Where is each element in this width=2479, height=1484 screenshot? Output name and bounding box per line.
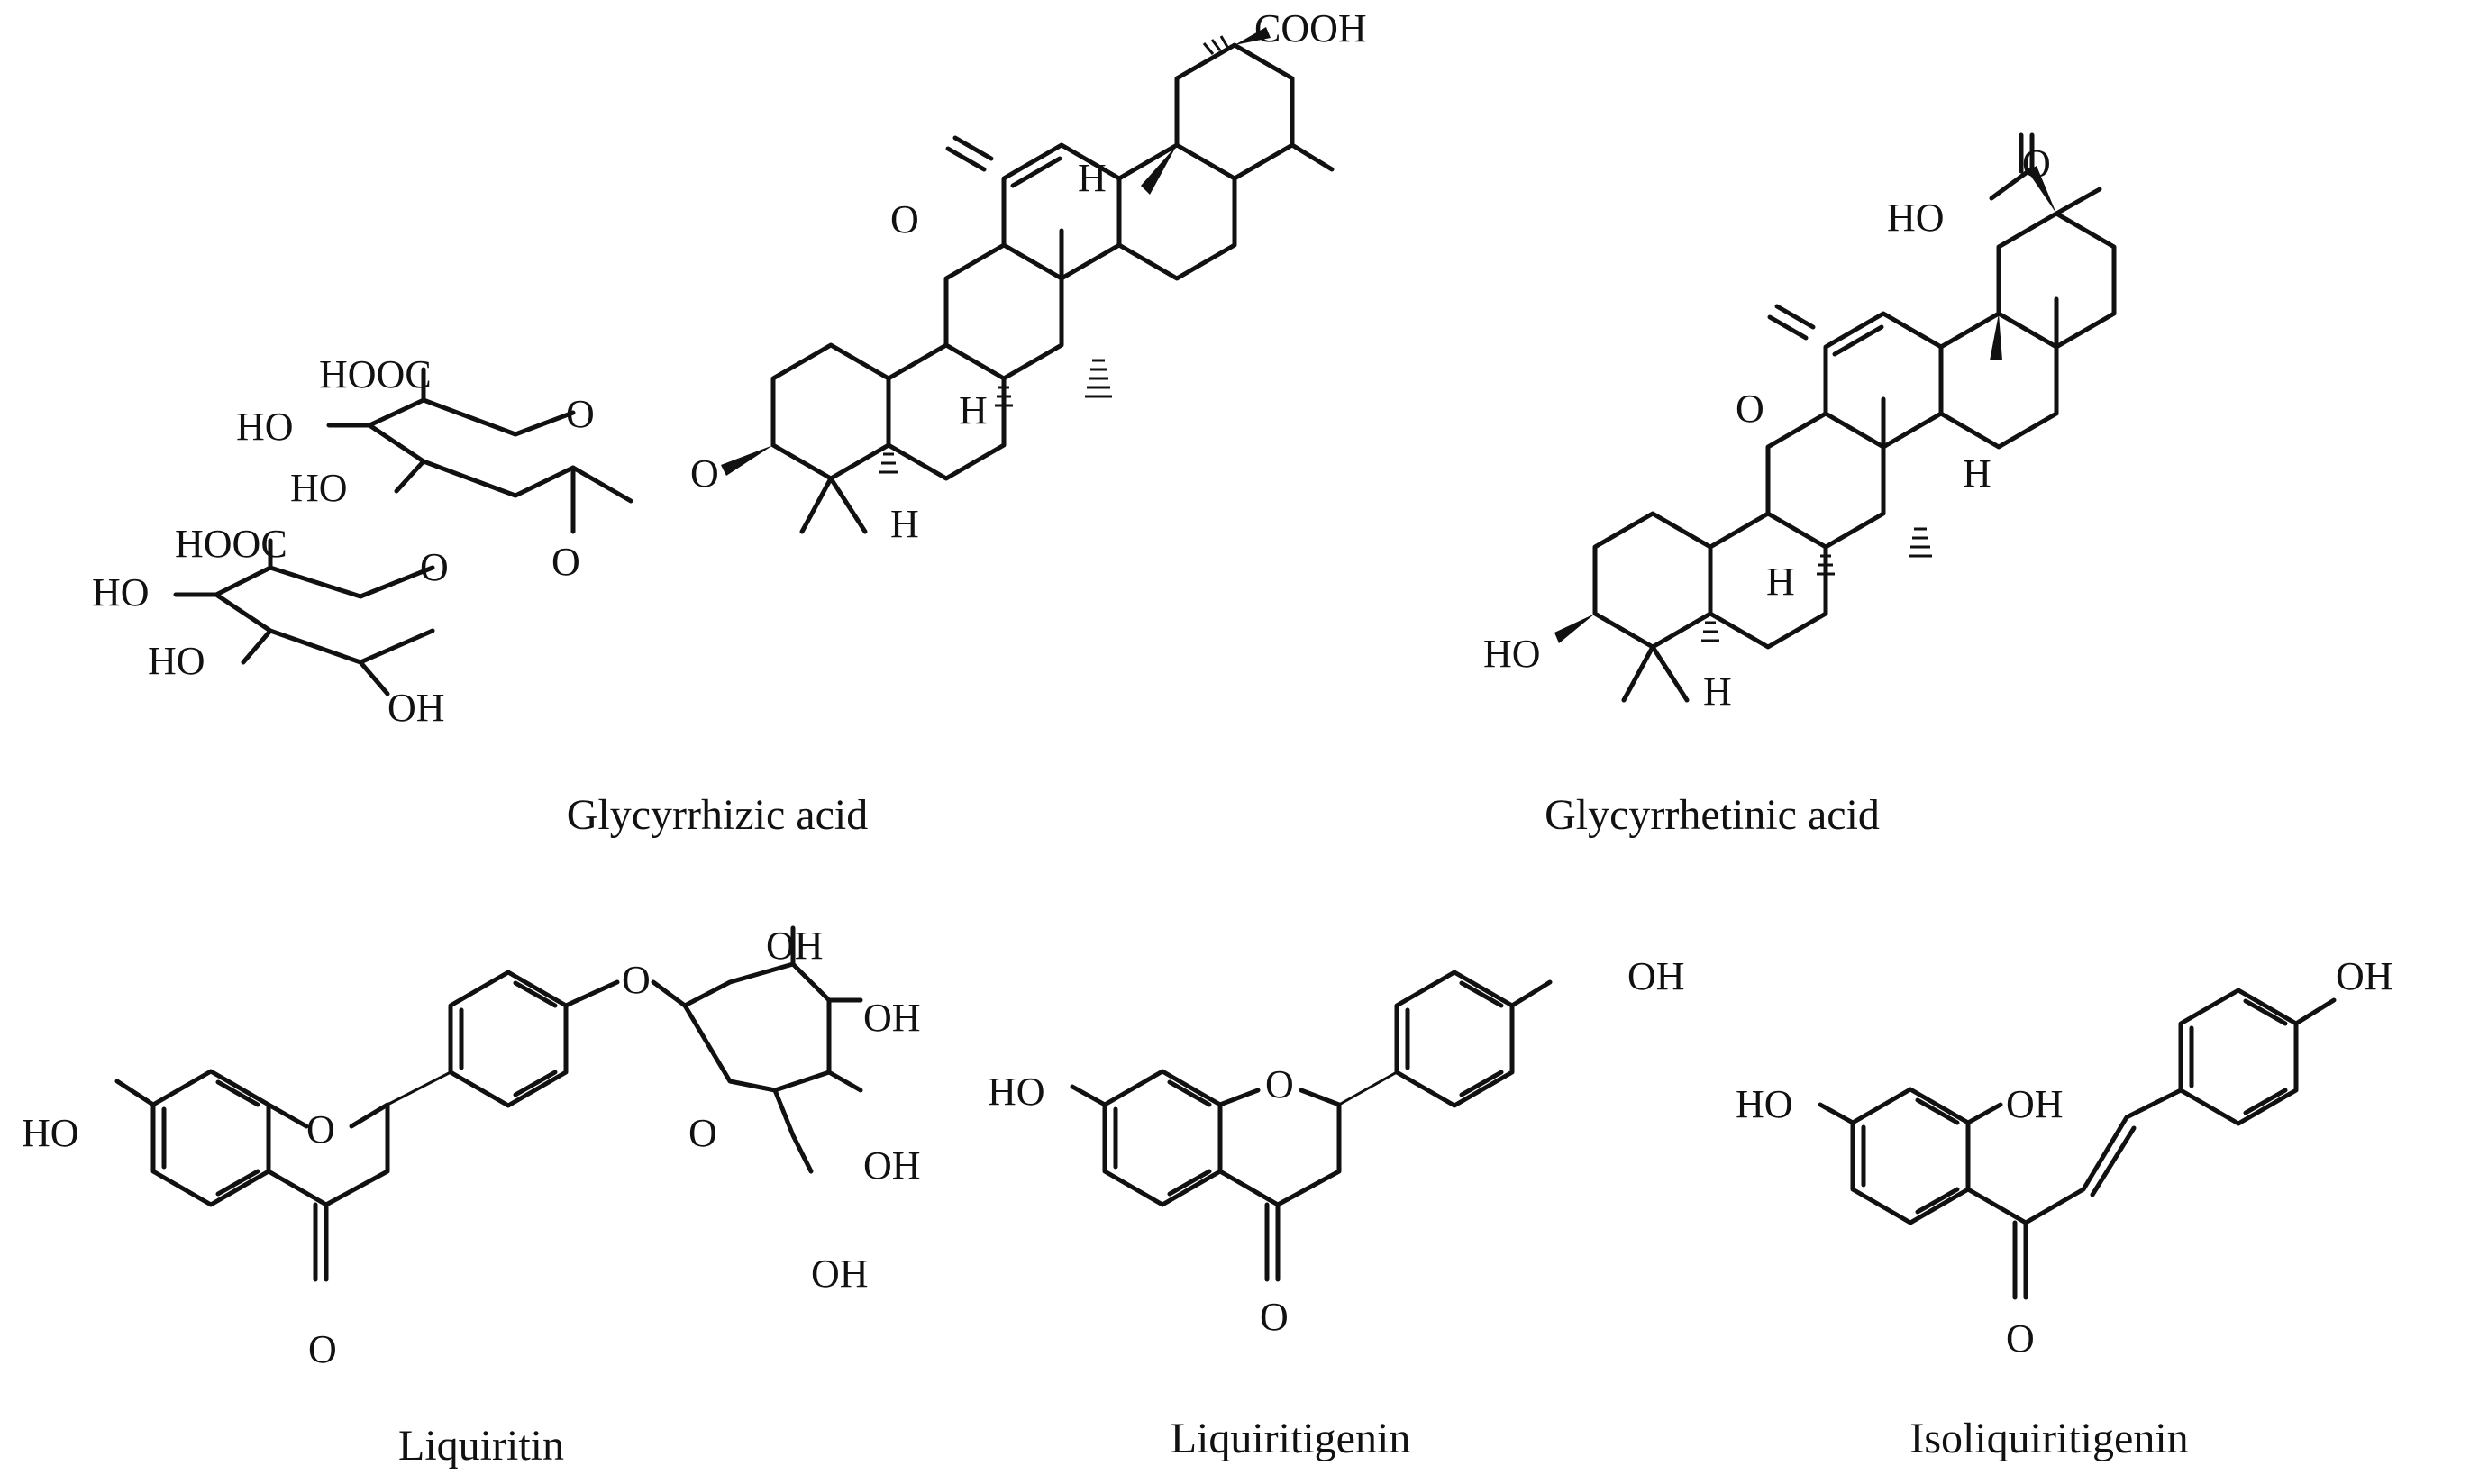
atom-label: H xyxy=(1078,156,1107,200)
atom-label: HO xyxy=(988,1070,1045,1114)
atom-label: HO xyxy=(148,639,205,683)
atom-label: O xyxy=(688,1111,717,1155)
compound-name-liquiritigenin: Liquiritigenin xyxy=(1171,1415,1411,1462)
atom-label: H xyxy=(1963,451,1991,496)
atom-label: HO xyxy=(22,1111,79,1155)
structure-liquiritigenin xyxy=(1070,970,1553,1282)
atom-label: H xyxy=(959,388,988,432)
structure-liquiritin xyxy=(114,925,863,1282)
atom-label: O xyxy=(306,1107,335,1152)
atom-label: HO xyxy=(1736,1082,1793,1126)
atom-label: H xyxy=(890,502,919,546)
atom-label: O xyxy=(566,392,595,436)
atom-label: OH xyxy=(811,1252,869,1296)
atom-label: O xyxy=(308,1327,337,1371)
compound-name-isoliquiritigenin: Isoliquiritigenin xyxy=(1909,1415,2188,1462)
structure-isoliquiritigenin xyxy=(1818,988,2337,1300)
atom-label: O xyxy=(690,451,719,496)
atom-label: O xyxy=(890,197,919,241)
atom-label: O xyxy=(1736,387,1764,431)
atom-label: OH xyxy=(2006,1082,2064,1126)
atom-label: HOOC xyxy=(175,522,287,566)
structure-glycyrrhizic-acid xyxy=(173,27,1335,696)
atom-label: OH xyxy=(1627,954,1685,998)
atom-label: O xyxy=(420,545,449,589)
atom-label: H xyxy=(1766,560,1795,604)
atom-label: OH xyxy=(2336,954,2393,998)
atom-label: OH xyxy=(863,1143,921,1188)
atom-label: HO xyxy=(1483,632,1541,676)
atom-label: OH xyxy=(387,686,445,730)
compound-names: Glycyrrhizic acid Glycyrrhetinic acid Li… xyxy=(398,791,2189,1470)
structure-glycyrrhetinic-acid xyxy=(1554,132,2117,703)
atom-label: HO xyxy=(236,405,294,449)
atom-label: H xyxy=(1703,669,1732,714)
atom-label: O xyxy=(1260,1295,1289,1339)
atom-label: O xyxy=(2022,141,2051,186)
atom-label: HO xyxy=(92,570,150,615)
atom-labels: COOH H O HOOC HO HO O O H H HOOC O O HO … xyxy=(22,6,2393,1371)
atom-label: OH xyxy=(766,924,824,968)
atom-label: O xyxy=(1265,1062,1294,1106)
atom-label: COOH xyxy=(1254,6,1367,50)
compound-name-liquiritin: Liquiritin xyxy=(398,1422,564,1470)
atom-label: O xyxy=(2006,1316,2035,1361)
atom-label: HO xyxy=(1887,196,1945,240)
atom-label: OH xyxy=(863,996,921,1040)
atom-label: HO xyxy=(290,466,348,510)
atom-label: HOOC xyxy=(319,352,432,396)
atom-label: O xyxy=(622,958,651,1002)
compound-name-glycyrrhetinic-acid: Glycyrrhetinic acid xyxy=(1545,791,1880,839)
compound-name-glycyrrhizic-acid: Glycyrrhizic acid xyxy=(567,791,869,839)
atom-label: O xyxy=(551,540,580,584)
